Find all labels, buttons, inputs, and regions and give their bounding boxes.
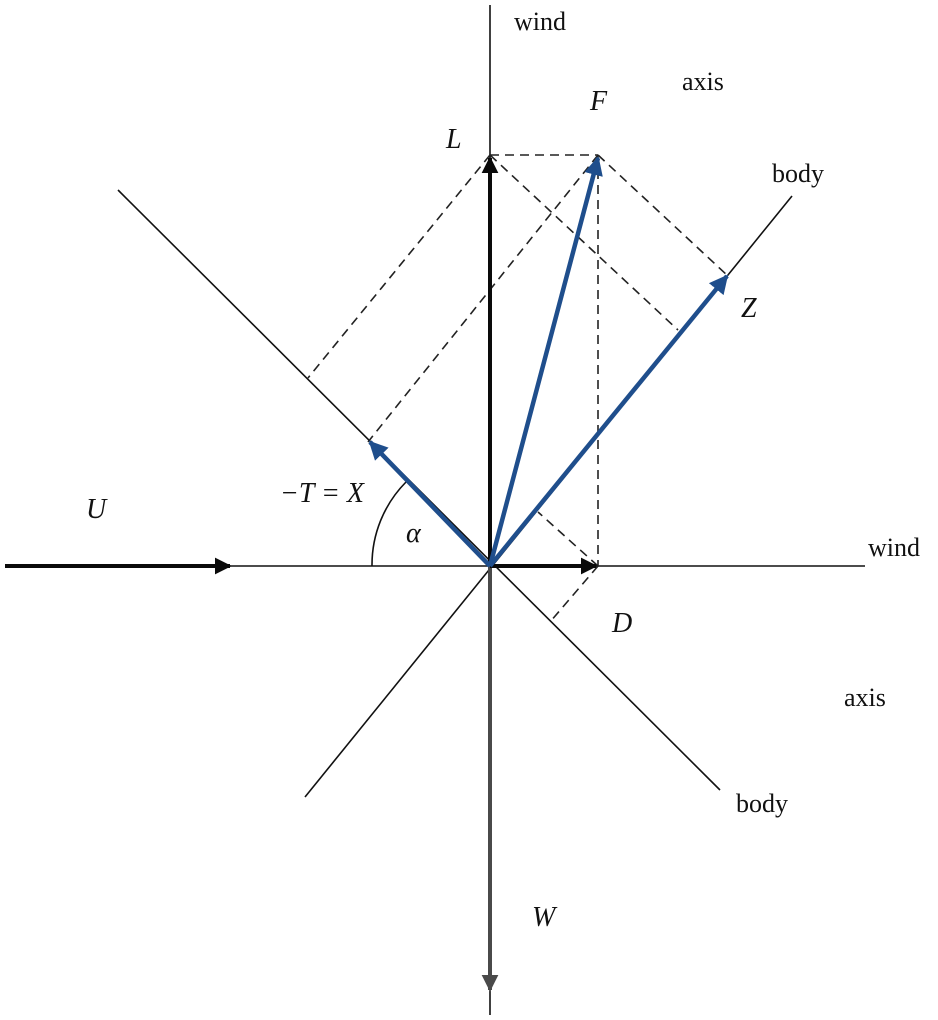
label-F: F — [589, 86, 608, 117]
label-W: W — [532, 902, 558, 933]
dashed-F-to-Z — [597, 154, 729, 277]
arrow-X — [368, 440, 492, 568]
dashed-D-to-body-lower — [549, 565, 599, 623]
construction-lines — [307, 154, 729, 623]
label-alpha: α — [406, 518, 422, 549]
label-body-upper: body — [772, 159, 824, 188]
label-D: D — [611, 608, 632, 639]
label-wind-top: wind — [514, 7, 566, 36]
label-wind-right: wind — [868, 533, 920, 562]
label-U: U — [86, 494, 108, 525]
arrow-F — [487, 156, 603, 567]
label-axis-right: axis — [844, 683, 886, 712]
dashed-L-to-body-axis — [307, 154, 491, 379]
arrow-Z — [488, 274, 729, 568]
dashed-L-to-body-upper — [489, 154, 679, 331]
label-body-lower: body — [736, 789, 788, 818]
label-axis-top: axis — [682, 67, 724, 96]
dashed-D-to-body-upper — [537, 511, 599, 567]
label-minus-T-eq-X: −T = X — [280, 478, 365, 509]
dashed-F-to-X — [367, 154, 599, 443]
label-L: L — [445, 124, 462, 155]
angle-alpha-arc — [371, 481, 407, 567]
label-Z: Z — [741, 293, 757, 324]
